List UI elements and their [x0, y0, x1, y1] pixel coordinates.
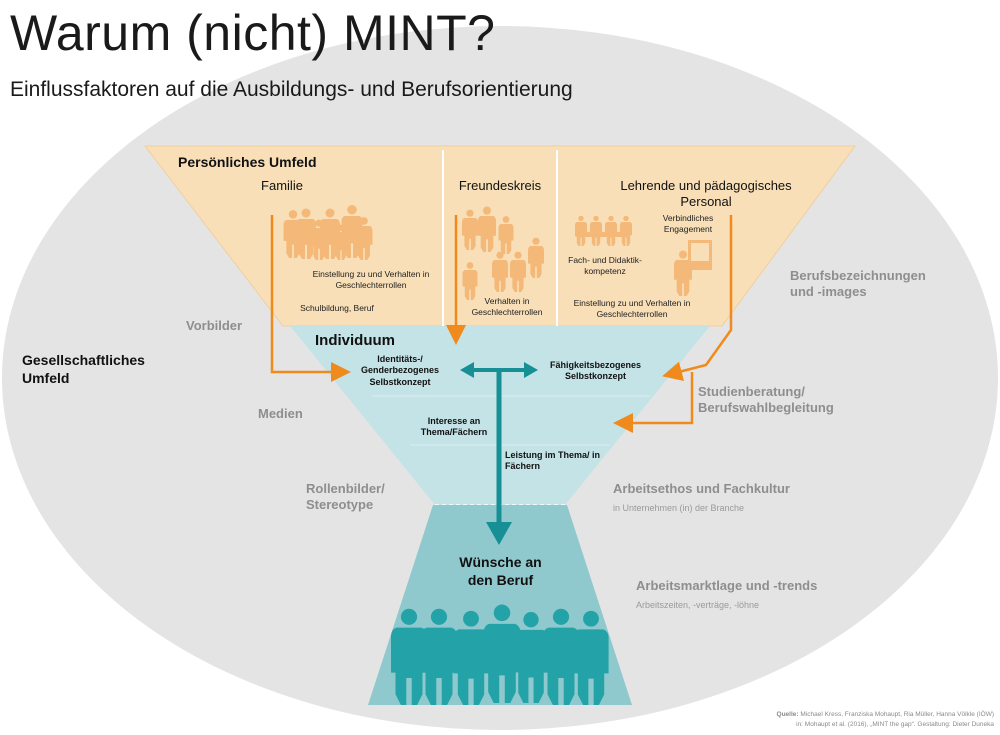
teal-arrow-right-head: [524, 362, 538, 378]
teachers-label: Lehrende und pädagogisches Personal: [620, 178, 792, 209]
performance-topics: Leistung im Thema/ in Fächern: [505, 450, 601, 472]
job-titles-label: Berufsbezeichnungen und -images: [790, 268, 926, 300]
role-models-label: Vorbilder: [186, 318, 243, 333]
source-authors: Michael Kress, Franziska Mohaupt, Ria Mü…: [800, 711, 994, 718]
source-line-1: Quelle: Michael Kress, Franziska Mohaupt…: [777, 711, 994, 720]
source-label: Quelle:: [776, 711, 799, 718]
teachers-note-engagement: Verbindliches Engagement: [662, 213, 714, 234]
source-line-2: in: Mohaupt et al. (2016), „MINT the gap…: [796, 721, 994, 728]
personal-environment-header: Persönliches Umfeld: [178, 154, 317, 170]
orange-arrow-family: [270, 215, 351, 382]
friends-label: Freundeskreis: [458, 178, 542, 193]
page-title: Warum (nicht) MINT?: [10, 5, 496, 61]
societal-environment-header: Gesellschaftliches Umfeld: [22, 352, 145, 387]
identity-self-concept: Identitäts-/ Genderbezogenes Selbstkonze…: [360, 354, 440, 387]
labor-market-sub: Arbeitszeiten, -verträge, -löhne: [636, 600, 760, 610]
stereotypes-label: Rollenbilder/ Stereotype: [306, 481, 385, 513]
teachers-note-gender: Einstellung zu und Verhalten in Geschlec…: [573, 298, 691, 319]
family-label: Familie: [261, 178, 303, 193]
work-ethos-sub: in Unternehmen (in) der Branche: [613, 503, 745, 513]
ability-self-concept: Fähigkeitsbezogenes Selbstkonzept: [549, 360, 642, 382]
wishes-label: Wünsche an den Beruf: [459, 554, 542, 589]
page-subtitle: Einflussfaktoren auf die Ausbildungs- un…: [10, 78, 573, 101]
teachers-silhouettes: [575, 215, 712, 296]
family-note-education: Schulbildung, Beruf: [300, 303, 374, 313]
individual-header: Individuum: [315, 332, 395, 349]
teal-arrow-left-head: [460, 362, 474, 378]
teal-arrow-down-head: [486, 522, 512, 545]
teachers-note-competence: Fach- und Didaktik-kompetenz: [568, 255, 642, 276]
orange-arrow-counseling: [613, 372, 694, 433]
orange-arrow-teachers: [662, 215, 733, 381]
family-note-gender: Einstellung zu und Verhalten in Geschlec…: [312, 269, 430, 290]
work-ethos-label: Arbeitsethos und Fachkultur: [613, 481, 790, 496]
friends-note-gender: Verhalten in Geschlechterrollen: [471, 296, 543, 317]
interest-topics: Interesse an Thema/Fächern: [420, 416, 488, 438]
counseling-label: Studienberatung/ Berufswahlbegleitung: [698, 384, 834, 416]
media-label: Medien: [258, 406, 303, 421]
labor-market-label: Arbeitsmarktlage und -trends: [636, 578, 818, 593]
